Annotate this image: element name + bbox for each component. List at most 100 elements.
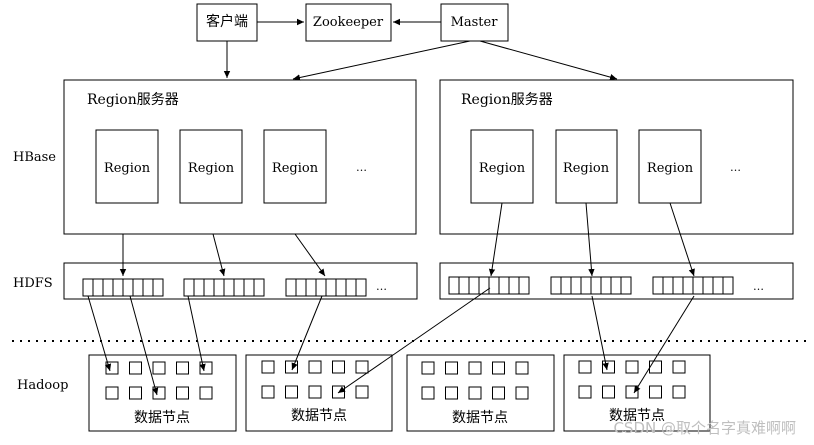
zookeeper-node: Zookeeper <box>305 3 392 42</box>
hdfs-layer-label: HDFS <box>13 276 53 291</box>
arrow-region-to-hdfs <box>669 202 695 277</box>
region-label: Region <box>647 161 694 176</box>
storage-block <box>492 361 505 375</box>
region-label: Region <box>104 161 151 176</box>
hdfs-block <box>243 278 255 297</box>
storage-block <box>445 386 458 400</box>
storage-block <box>672 360 686 374</box>
hdfs-block <box>355 278 367 297</box>
hbase-layer-label: HBase <box>13 150 56 165</box>
hdfs-block <box>682 276 694 295</box>
arrow-region-to-hdfs <box>212 233 226 277</box>
hdfs-block <box>345 278 357 297</box>
data-node-2: 数据节点 <box>245 354 393 432</box>
storage-block <box>515 361 529 375</box>
hdfs-block <box>570 276 582 295</box>
arrow-hdfs-to-datanode <box>187 295 206 372</box>
storage-block <box>355 360 369 374</box>
hdfs-block <box>203 278 215 297</box>
hdfs-block <box>478 276 490 295</box>
region-server-title: Region服务器 <box>87 92 179 108</box>
hdfs-block <box>550 276 562 295</box>
hdfs-bar-1: … <box>63 262 418 300</box>
region-box: Region <box>555 129 618 204</box>
storage-block <box>421 386 435 400</box>
storage-block <box>308 385 322 399</box>
hdfs-block <box>600 276 612 295</box>
storage-block <box>468 361 482 375</box>
more-regions-ellipsis: … <box>356 161 367 174</box>
hdfs-more-ellipsis: … <box>753 280 764 293</box>
storage-block <box>649 385 662 399</box>
storage-block <box>261 385 275 399</box>
storage-block <box>308 360 322 374</box>
hdfs-block <box>722 276 734 295</box>
storage-block <box>355 385 369 399</box>
hdfs-more-ellipsis: … <box>376 280 387 293</box>
storage-block <box>176 361 189 375</box>
storage-block <box>649 360 662 374</box>
hdfs-block <box>335 278 347 297</box>
storage-block <box>602 385 615 399</box>
hdfs-block <box>213 278 225 297</box>
arrow-hdfs-to-datanode <box>291 295 323 371</box>
hdfs-block <box>580 276 592 295</box>
storage-block <box>515 386 529 400</box>
storage-block <box>625 360 639 374</box>
data-node-4: 数据节点 <box>563 354 711 432</box>
hdfs-block <box>652 276 664 295</box>
arrow-region-to-hdfs <box>294 233 326 277</box>
hdfs-block <box>672 276 684 295</box>
hdfs-block <box>610 276 622 295</box>
hdfs-block <box>498 276 510 295</box>
storage-block <box>129 361 142 375</box>
region-box: Region <box>95 129 159 204</box>
storage-block <box>468 386 482 400</box>
hdfs-block <box>285 278 297 297</box>
data-node-label: 数据节点 <box>609 408 665 424</box>
hdfs-block <box>92 278 104 297</box>
data-node-3: 数据节点 <box>406 354 555 432</box>
hdfs-block-group <box>448 276 734 295</box>
master-node: Master <box>440 3 509 42</box>
hdfs-block <box>122 278 134 297</box>
hdfs-block <box>620 276 632 295</box>
arrow-region-to-hdfs <box>585 202 595 277</box>
region-server-2: Region服务器 Region Region Region … <box>439 79 794 235</box>
storage-block <box>105 386 119 400</box>
hdfs-block <box>102 278 114 297</box>
storage-block <box>152 361 166 375</box>
storage-block <box>625 385 639 399</box>
storage-block-grid <box>421 361 529 400</box>
region-label: Region <box>188 161 235 176</box>
hdfs-block <box>508 276 520 295</box>
hdfs-block <box>325 278 337 297</box>
hdfs-block <box>702 276 714 295</box>
data-node-label: 数据节点 <box>452 410 508 426</box>
storage-block <box>129 386 142 400</box>
storage-block <box>672 385 686 399</box>
hdfs-block <box>662 276 674 295</box>
region-label: Region <box>563 161 610 176</box>
hdfs-block <box>295 278 307 297</box>
storage-block <box>578 360 592 374</box>
more-regions-ellipsis: … <box>730 161 741 174</box>
hdfs-block <box>253 278 265 297</box>
storage-block <box>602 360 615 374</box>
arrow-region-to-hdfs <box>488 202 503 277</box>
hdfs-block <box>193 278 205 297</box>
hdfs-block <box>448 276 460 295</box>
hdfs-block <box>152 278 164 297</box>
storage-block <box>285 385 298 399</box>
arrow-hdfs-to-datanode <box>87 295 112 372</box>
storage-block <box>332 360 345 374</box>
region-server-1: Region服务器 Region Region Region … <box>63 79 417 235</box>
hdfs-block <box>233 278 245 297</box>
region-box: Region <box>179 129 243 204</box>
arrow-hdfs-to-datanode <box>633 295 695 394</box>
hdfs-block <box>518 276 530 295</box>
hdfs-block <box>712 276 724 295</box>
hdfs-block <box>560 276 572 295</box>
region-label: Region <box>272 161 319 176</box>
region-server-title: Region服务器 <box>461 92 553 108</box>
